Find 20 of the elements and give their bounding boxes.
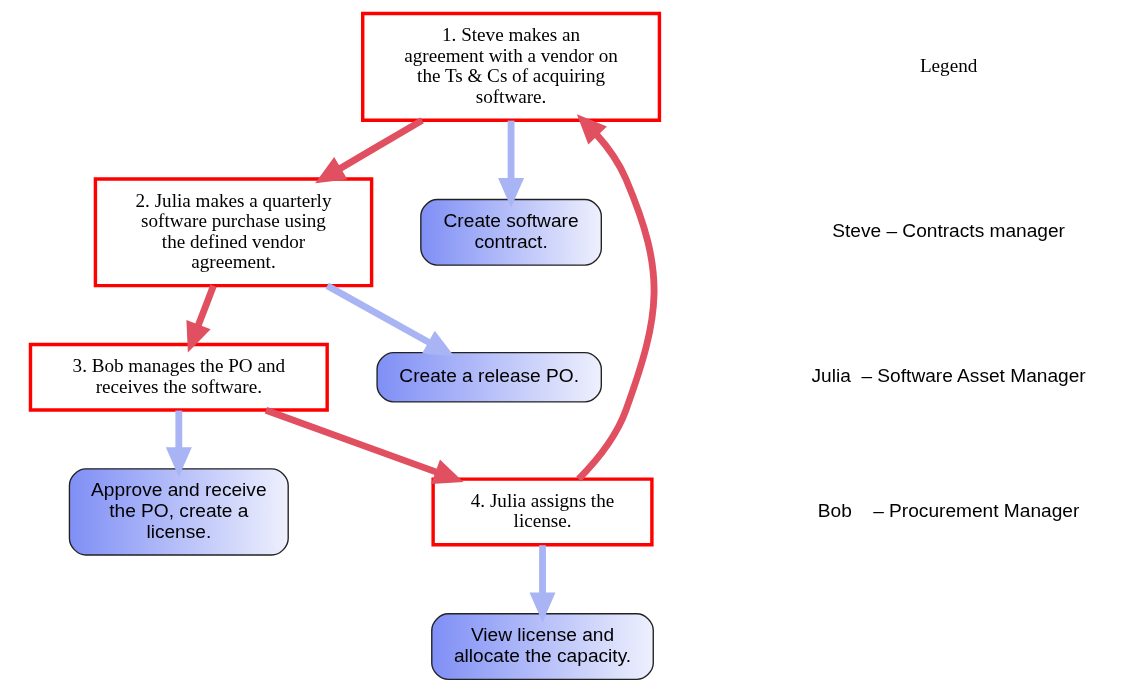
arrow	[497, 120, 524, 208]
node-box: 4. Julia assigns the license.	[430, 477, 654, 547]
label: Steve – Contracts manager	[831, 220, 1065, 242]
arrow	[165, 410, 192, 477]
node-box: 3. Bob manages the PO and receives the software.	[28, 342, 329, 412]
node-box: Create a release PO.	[375, 351, 602, 403]
node-box: Approve and receive the PO, create a license.	[68, 468, 289, 556]
label: Legend	[919, 54, 977, 76]
label: Julia – Software Asset Manager	[810, 365, 1086, 387]
arrow	[185, 284, 217, 353]
arrow	[264, 407, 463, 484]
label: Bob – Procurement Manager	[817, 500, 1079, 521]
arrow	[325, 282, 454, 357]
arrow	[314, 117, 424, 184]
node-box: Create software contract.	[419, 198, 602, 266]
arrow	[529, 545, 556, 623]
arrow	[575, 114, 657, 482]
node-box: 2. Julia makes a quarterly software purchase using the defined vendor agreement.	[93, 177, 373, 288]
node-box: View license and allocate the capacity.	[430, 613, 654, 681]
node-box: 1. Steve makes an agreement with a vendor on the Ts & Cs of acquiring software.	[360, 11, 661, 122]
